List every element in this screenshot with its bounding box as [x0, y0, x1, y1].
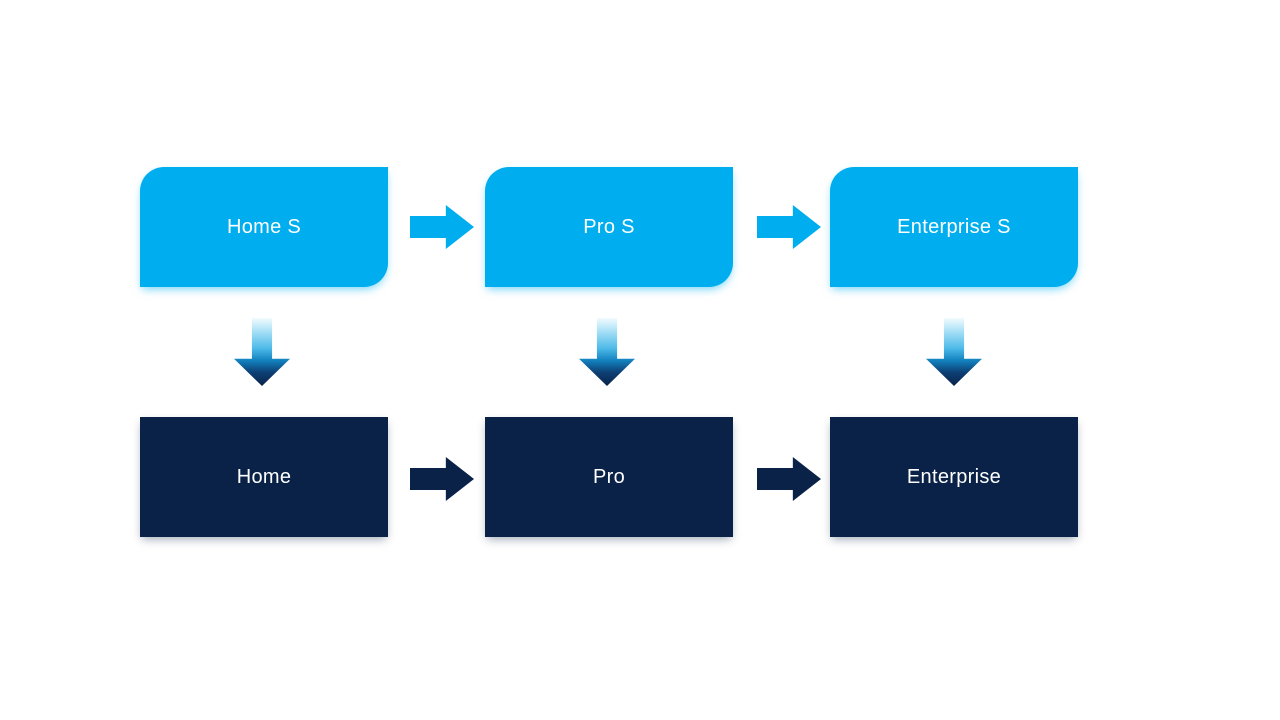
box-home: Home [140, 417, 388, 537]
box-home-s: Home S [140, 167, 388, 287]
right-arrow-icon [410, 457, 474, 501]
box-enterprise-label: Enterprise [906, 465, 1002, 488]
down-arrow-icon [926, 318, 982, 386]
box-home-label: Home [236, 465, 292, 488]
box-pro-s: Pro S [485, 167, 733, 287]
box-home-s-label: Home S [226, 215, 302, 238]
down-arrow-icon [579, 318, 635, 386]
box-enterprise-s-label: Enterprise S [897, 215, 1011, 238]
box-pro-s-label: Pro S [583, 215, 635, 238]
box-pro: Pro [485, 417, 733, 537]
box-enterprise-s: Enterprise S [830, 167, 1078, 287]
right-arrow-icon [757, 457, 821, 501]
down-arrow-icon [234, 318, 290, 386]
right-arrow-icon [410, 205, 474, 249]
right-arrow-icon [757, 205, 821, 249]
box-pro-label: Pro [592, 465, 626, 488]
box-enterprise: Enterprise [830, 417, 1078, 537]
